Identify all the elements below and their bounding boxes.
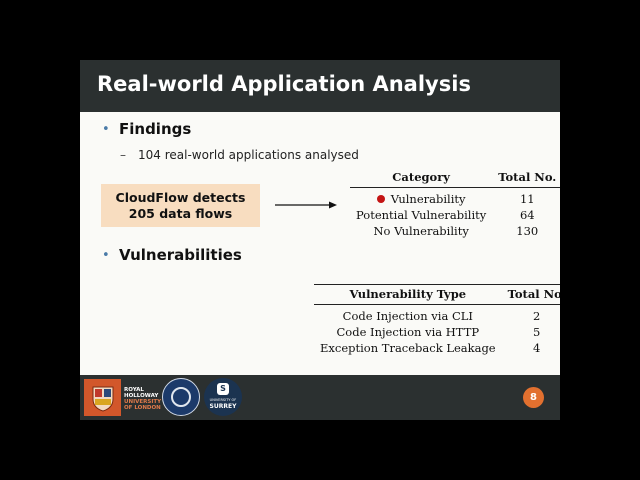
total-header: Total No.	[492, 170, 560, 188]
detect-line-1: CloudFlow detects	[115, 189, 246, 205]
vulnerability-type-table: Vulnerability Type Total No. Code Inject…	[314, 284, 560, 356]
surrey-badge-icon: S	[217, 383, 229, 395]
row-label: Vulnerability	[390, 192, 466, 206]
subbullet: – 104 real-world applications analysed	[120, 148, 359, 162]
row-label: Code Injection via HTTP	[336, 325, 480, 339]
slide: Real-world Application Analysis • Findin…	[80, 60, 560, 420]
surrey-logo: S UNIVERSITY OF SURREY	[204, 378, 242, 416]
row-label: Code Injection via CLI	[342, 309, 473, 323]
bullet-vulnerabilities-label: Vulnerabilities	[119, 246, 242, 264]
bullet-findings: • Findings	[102, 120, 191, 138]
royal-holloway-crest-icon	[84, 379, 121, 416]
type-header: Vulnerability Type	[314, 284, 502, 305]
row-label: Exception Traceback Leakage	[320, 341, 496, 355]
table-row: Potential Vulnerability 64	[350, 207, 560, 223]
university-seal-logo	[162, 378, 200, 416]
table-row: Vulnerability 11	[350, 188, 560, 208]
row-value: 64	[519, 208, 535, 222]
row-value: 5	[532, 325, 541, 339]
right-arrow-icon	[275, 201, 337, 209]
category-table: Category Total No. Vulnerability 11 Pote…	[350, 170, 560, 239]
bullet-marker: •	[102, 247, 110, 263]
bullet-marker: •	[102, 121, 110, 137]
subbullet-text: 104 real-world applications analysed	[138, 148, 359, 162]
red-dot-icon	[376, 195, 385, 203]
footer: ROYAL HOLLOWAY UNIVERSITY OF LONDON S UN…	[80, 375, 560, 420]
row-value: 2	[532, 309, 541, 323]
bullet-findings-label: Findings	[119, 120, 192, 138]
row-value: 4	[532, 341, 541, 355]
detect-line-2: 205 data flows	[128, 205, 233, 221]
total-header: Total No.	[501, 284, 560, 305]
row-value: 130	[516, 224, 539, 238]
detect-box: CloudFlow detects 205 data flows	[101, 184, 260, 227]
table-row: No Vulnerability 130	[350, 223, 560, 239]
row-value: 11	[519, 192, 535, 206]
table-row: Exception Traceback Leakage 4	[314, 340, 560, 356]
slide-title: Real-world Application Analysis	[97, 72, 471, 96]
bullet-vulnerabilities: • Vulnerabilities	[102, 246, 242, 264]
row-label: No Vulnerability	[373, 224, 469, 238]
page-number-badge: 8	[523, 387, 544, 408]
row-label: Potential Vulnerability	[356, 208, 487, 222]
table-row: Code Injection via HTTP 5	[314, 324, 560, 340]
category-header: Category	[350, 170, 493, 188]
royal-holloway-wordmark: ROYAL HOLLOWAY UNIVERSITY OF LONDON	[124, 387, 162, 411]
table-row: Code Injection via CLI 2	[314, 305, 560, 325]
title-bar: Real-world Application Analysis	[80, 60, 560, 112]
dash-marker: –	[120, 148, 126, 162]
